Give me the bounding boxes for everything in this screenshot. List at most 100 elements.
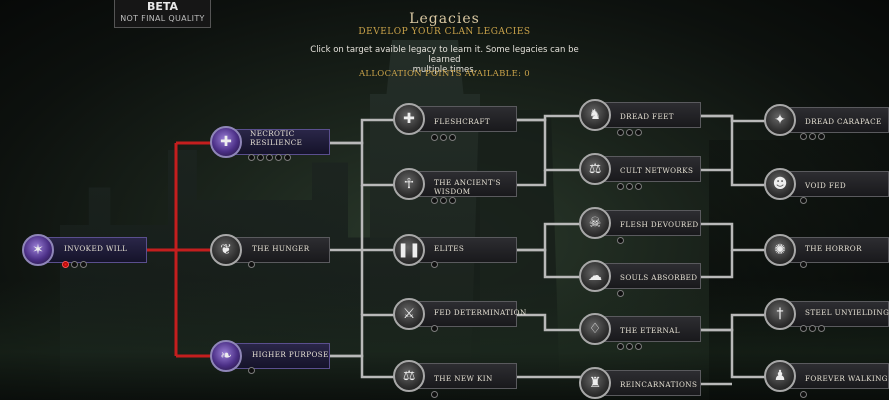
node-label-line-1: Necrotic <box>250 129 295 138</box>
point-indicators <box>431 325 438 332</box>
scales-icon: ⚖ <box>393 360 425 392</box>
point-dot <box>449 134 456 141</box>
point-indicators <box>431 134 456 141</box>
node-fed-determination[interactable]: ⚔ Fed Determination <box>393 298 526 332</box>
point-indicators <box>617 129 642 136</box>
blade-icon: ✦ <box>764 104 796 136</box>
node-label: Souls Absorbed <box>620 273 698 282</box>
point-dot <box>431 261 438 268</box>
point-dot <box>275 154 282 161</box>
node-label: Flesh Devoured <box>620 220 699 229</box>
point-dot <box>431 134 438 141</box>
point-dot <box>617 237 624 244</box>
point-dot <box>800 133 807 140</box>
pause-crest-icon: ❚❚ <box>393 234 425 266</box>
page-subtitle: Develop your clan legacies <box>358 27 531 37</box>
node-void-fed[interactable]: ☻ Void fed <box>764 168 889 204</box>
point-dot <box>71 261 78 268</box>
instructions: Click on target avaible legacy to learn … <box>0 45 889 75</box>
node-label: Cult Networks <box>620 166 694 175</box>
point-indicators <box>62 261 87 268</box>
beta-title: BETA <box>146 0 179 13</box>
point-indicators <box>431 197 456 204</box>
node-souls-absorbed[interactable]: ☁ Souls Absorbed <box>579 260 704 297</box>
point-dot <box>626 343 633 350</box>
point-dot <box>431 391 438 398</box>
point-indicators <box>800 133 825 140</box>
point-dot <box>431 325 438 332</box>
hooded-figure-icon: ♜ <box>579 367 611 399</box>
node-label: The Horror <box>805 244 862 253</box>
node-invoked-will[interactable]: ✶ Invoked Will <box>22 234 147 268</box>
node-label: The Hunger <box>252 244 310 253</box>
wings-icon: ❧ <box>210 340 242 372</box>
point-indicators <box>800 391 807 398</box>
point-dot <box>635 183 642 190</box>
node-forever-walking[interactable]: ♟ Forever Walking <box>764 360 889 398</box>
ghoul-icon: ☻ <box>764 168 796 200</box>
point-dot <box>617 343 624 350</box>
point-dot <box>809 325 816 332</box>
point-indicators <box>800 261 807 268</box>
node-label: Invoked Will <box>64 244 128 253</box>
node-the-horror[interactable]: ✺ The Horror <box>764 234 889 268</box>
node-label: Dread Feet <box>620 112 674 121</box>
node-bar <box>778 171 889 197</box>
point-dot <box>440 134 447 141</box>
spirit-icon: ☁ <box>579 260 611 292</box>
node-label: Necrotic Resilience <box>250 129 302 147</box>
instructions-line-2: multiple times. <box>412 65 477 75</box>
instructions-line-1: Click on target avaible legacy to learn … <box>310 45 579 65</box>
node-label: Fleshcraft <box>434 117 491 126</box>
node-necrotic-resilience[interactable]: ✚ Necrotic Resilience <box>210 126 335 161</box>
point-indicators <box>617 183 642 190</box>
point-dot <box>800 325 807 332</box>
point-dot <box>800 391 807 398</box>
walker-icon: ♟ <box>764 360 796 392</box>
point-dot <box>248 261 255 268</box>
node-cult-networks[interactable]: ⚖ Cult Networks <box>579 153 704 190</box>
node-fleshcraft[interactable]: ✚ Fleshcraft <box>393 103 518 141</box>
point-dot <box>818 133 825 140</box>
node-bar <box>407 171 517 197</box>
node-the-new-kin[interactable]: ⚖ The new kin <box>393 360 518 398</box>
tentacle-icon: ✺ <box>764 234 796 266</box>
node-reincarnations[interactable]: ♜ Reincarnations <box>579 367 704 399</box>
point-dot <box>818 325 825 332</box>
node-label: Steel Unyielding <box>805 308 889 317</box>
node-label: Dread Carapace <box>805 117 882 126</box>
active-paths <box>145 141 212 358</box>
node-the-hunger[interactable]: ❦ The Hunger <box>210 234 335 268</box>
node-label-line-2: Resilience <box>250 138 303 147</box>
point-dot <box>809 133 816 140</box>
point-dot <box>617 129 624 136</box>
point-dot <box>248 367 255 374</box>
node-ancients-wisdom[interactable]: ☥ The Ancient's Wisdom <box>393 168 518 204</box>
claw-icon: ✶ <box>22 234 54 266</box>
node-elites[interactable]: ❚❚ Elites <box>393 234 518 268</box>
point-dot <box>626 129 633 136</box>
allocation-points: Allocation Points Available: 0 <box>358 69 530 79</box>
point-dot <box>257 154 264 161</box>
node-label: The Ancient's Wisdom <box>434 178 501 196</box>
point-indicators <box>617 290 624 297</box>
node-label: Forever Walking <box>805 374 888 383</box>
node-flesh-devoured[interactable]: ☠ Flesh Devoured <box>579 207 704 244</box>
node-dread-feet[interactable]: ♞ Dread Feet <box>579 99 704 136</box>
point-dot <box>440 197 447 204</box>
point-dot <box>431 197 438 204</box>
node-label-line-2: Wisdom <box>434 187 471 196</box>
node-higher-purpose[interactable]: ❧ Higher Purpose <box>210 340 335 374</box>
point-dot <box>284 154 291 161</box>
node-steel-unyielding[interactable]: † Steel Unyielding <box>764 298 889 332</box>
node-bar <box>407 237 517 263</box>
node-bar <box>778 301 889 327</box>
node-the-eternal[interactable]: ♢ The Eternal <box>579 313 704 350</box>
node-dread-carapace[interactable]: ✦ Dread Carapace <box>764 104 889 140</box>
sword-icon: † <box>764 298 796 330</box>
node-label: The new kin <box>434 374 493 383</box>
point-indicators <box>431 391 438 398</box>
boot-icon: ♞ <box>579 99 611 131</box>
node-label: Elites <box>434 244 465 253</box>
point-indicators <box>248 261 255 268</box>
